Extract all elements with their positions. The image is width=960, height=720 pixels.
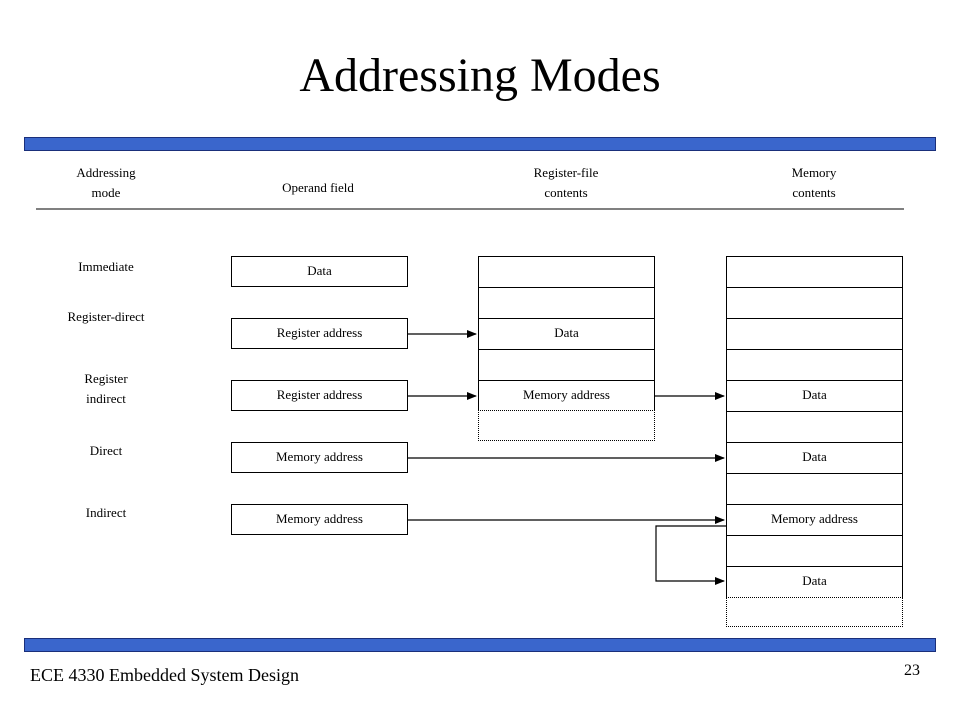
memory-cell xyxy=(726,318,903,350)
mode-immediate: Immediate xyxy=(78,259,134,274)
mode-direct: Direct xyxy=(89,443,123,458)
header-line: mode xyxy=(91,185,121,200)
footer-course-title: ECE 4330 Embedded System Design xyxy=(30,665,299,685)
memory-cell xyxy=(726,473,903,505)
regfile-cell-dotted xyxy=(478,410,655,441)
header-operand-field: Operand field xyxy=(282,180,354,195)
arrow-indirect-loop xyxy=(655,525,726,585)
mode-line: Register xyxy=(84,371,128,386)
header-line: contents xyxy=(544,185,588,200)
header-line: Addressing xyxy=(76,165,136,180)
memory-cell-memory-address: Memory address xyxy=(726,504,903,536)
operand-register-indirect: Register address xyxy=(231,380,408,411)
memory-cell xyxy=(726,256,903,288)
bottom-divider-bar xyxy=(24,638,936,652)
regfile-cell xyxy=(478,256,655,288)
memory-cell-dotted xyxy=(726,597,903,627)
operand-direct: Memory address xyxy=(231,442,408,473)
mode-register-direct: Register-direct xyxy=(67,309,145,324)
header-memory: Memory contents xyxy=(734,163,894,203)
memory-cell-data: Data xyxy=(726,380,903,412)
page-number: 23 xyxy=(904,662,920,679)
header-line: contents xyxy=(792,185,836,200)
mode-line: indirect xyxy=(86,391,126,406)
memory-cell-data: Data xyxy=(726,442,903,474)
operand-register-direct: Register address xyxy=(231,318,408,349)
header-register-file: Register-file contents xyxy=(486,163,646,203)
operand-immediate: Data xyxy=(231,256,408,287)
slide-title: Addressing Modes xyxy=(299,49,661,102)
operand-indirect: Memory address xyxy=(231,504,408,535)
regfile-cell-data: Data xyxy=(478,318,655,350)
top-divider-bar xyxy=(24,137,936,151)
mode-register-indirect: Register indirect xyxy=(36,369,176,409)
memory-cell xyxy=(726,349,903,381)
header-line: Register-file xyxy=(533,165,599,180)
header-addressing-mode: Addressing mode xyxy=(46,163,166,203)
mode-indirect: Indirect xyxy=(85,505,127,520)
header-line: Memory xyxy=(791,165,837,180)
